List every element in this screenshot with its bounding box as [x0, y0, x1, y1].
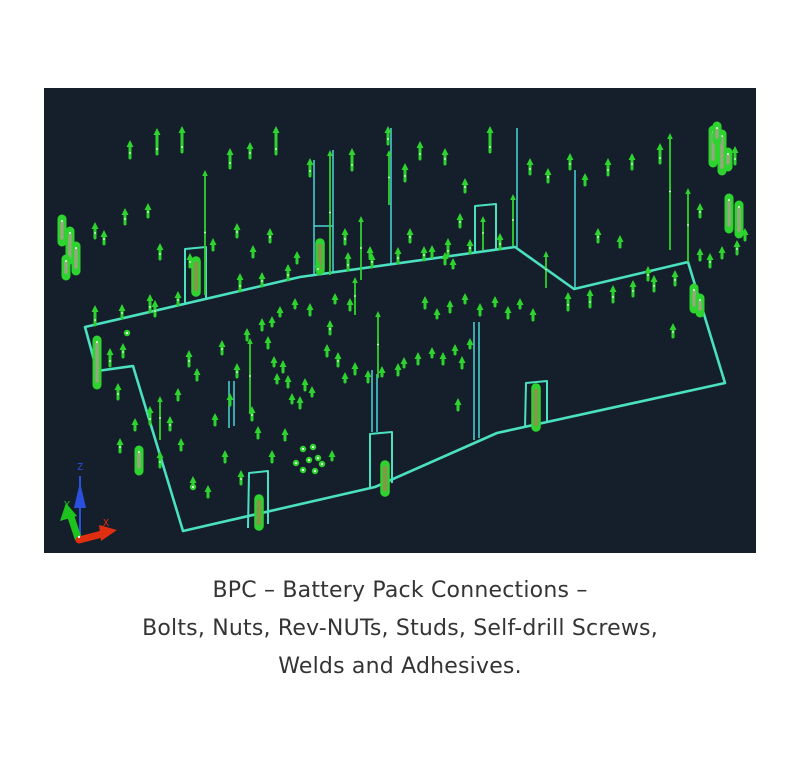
axis-triad: Z Y X — [60, 462, 117, 544]
cad-viewport: Z Y X — [44, 88, 756, 553]
x-axis-label: X — [103, 518, 109, 529]
mounting-brackets — [184, 203, 548, 529]
battery-pack-wireframe: Z Y X — [57, 121, 749, 544]
structure-lines — [228, 128, 576, 440]
caption-line-2: Bolts, Nuts, Rev-NUTs, Studs, Self-drill… — [142, 616, 658, 641]
z-axis-label: Z — [77, 462, 83, 473]
caption-line-3: Welds and Adhesives. — [278, 654, 522, 679]
pack-outline — [83, 245, 727, 533]
figure-caption: BPC – Battery Pack Connections – Bolts, … — [0, 572, 800, 686]
caption-line-1: BPC – Battery Pack Connections – — [212, 578, 588, 603]
y-axis-label: Y — [64, 500, 70, 511]
connection-markers — [57, 121, 749, 531]
